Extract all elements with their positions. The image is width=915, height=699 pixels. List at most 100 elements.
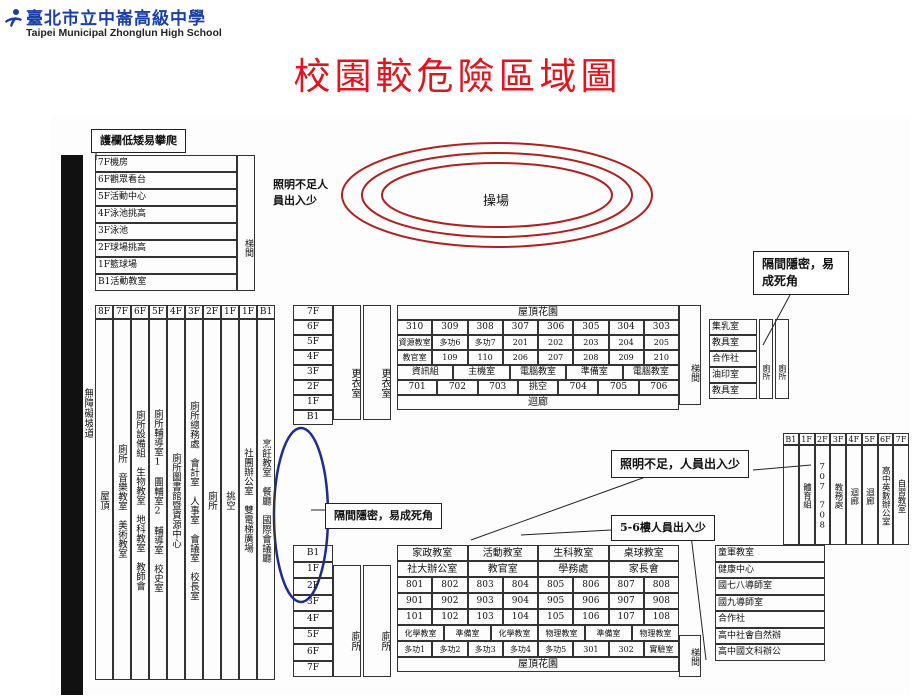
room-cell: 209 [608,350,644,365]
room-cell: 108 [643,609,679,625]
room-cell: 準備室 [585,625,632,641]
room-cell: 904 [502,593,538,609]
west-column-body: 烹飪教室 餐廳 國際會議廳 [257,319,275,680]
room-cell: 804 [502,577,538,593]
west-column-body: 廁所 [203,319,221,680]
room-cell: 多功5 [538,641,574,657]
east-room: 集乳室 [709,319,757,335]
west-floor-label: 2F [203,305,221,319]
floor-index-label: 1F [293,395,333,410]
floor-index-label: 4F [293,611,333,628]
east-room: 合作社 [709,351,757,367]
floor-index-label: 2F [293,578,333,595]
east-room: 教具室 [709,383,757,399]
east-floor-label: 6F [877,433,894,445]
east-column-body: 自習教室 [893,445,909,545]
room-cell: 808 [643,577,679,593]
room-cell: 703 [477,380,518,395]
east-room: 國七八導師室 [715,578,825,595]
east-column-body: 體育組 [798,445,815,545]
gym-floor-item: 7F機房 [95,155,237,172]
room-cell: 306 [538,320,574,335]
east-floor-label: 1F [798,433,815,445]
floor-index-label: B1 [293,545,333,562]
room-cell: 電腦教室 [509,365,567,380]
room-cell: 805 [538,577,574,593]
room-cell: 109 [432,350,468,365]
room-cell: 208 [573,350,609,365]
room-cell: 資訊組 [397,365,454,380]
room-cell: 學務處 [538,561,609,577]
east-room: 健康中心 [715,561,825,578]
south-stairs: 梯間 [679,635,701,677]
room-cell: 實驗室 [643,641,679,657]
room-cell: 207 [538,350,574,365]
west-floor-label: B1 [257,305,275,319]
room-cell: 多功1 [397,641,433,657]
track-label: 操場 [483,194,510,209]
note-hidden-mid: 隔間隱密，易成死角 [325,503,442,529]
south-toilet-2: 廁所 [363,565,391,677]
gym-floor-item: 5F活動中心 [95,189,237,206]
room-cell: 303 [643,320,679,335]
room-cell: 305 [573,320,609,335]
west-column-body: 廁所 音樂教室 美術教室 [113,319,131,680]
row: 家政教室活動教室生科教室桌球教室 [397,545,679,561]
room-cell: 802 [432,577,468,593]
room-cell: 化學教室 [397,625,444,641]
room-cell: 物理教室 [538,625,585,641]
changing-room-2: 更衣室 [363,305,391,420]
east-column-body: 教務處 [830,445,846,545]
room-cell: 903 [467,593,503,609]
room-cell: 807 [608,577,644,593]
gym-floor-item: 2F球場挑高 [95,240,237,257]
note-building56: 5-6樓人員出入少 [611,515,715,541]
east-column-body: 迴廊 [861,445,878,545]
ramp-label: 無障礙坡道 [82,388,93,438]
east-room: 童軍教室 [715,545,825,562]
room-cell: 挑空 [517,380,559,395]
page-title: 校園較危險區域圖 [293,55,622,98]
school-name-zh: 臺北市立中崙高級中學 [26,9,206,29]
east-toilet: 廁所 [759,319,773,399]
floor-index-label: 1F [293,561,333,578]
west-floor-label: 1F [221,305,239,319]
north-corridor: 迴廊 [397,395,679,410]
room-cell: 906 [573,593,609,609]
room-cell: 準備室 [444,625,491,641]
west-column-body: 屋頂 [95,319,113,680]
room-cell: 704 [558,380,599,395]
east-floor-label: 7F [893,433,909,445]
floor-index-label: 7F [293,660,333,677]
room-cell: 307 [502,320,538,335]
room-cell: 908 [643,593,679,609]
row: 資訊組主機室電腦教室準備室電腦教室 [397,365,680,380]
room-cell: 203 [573,335,609,350]
room-cell: 活動教室 [467,545,538,561]
north-stairs: 梯間 [679,305,701,405]
room-cell: 308 [467,320,503,335]
room-cell: 102 [432,609,468,625]
west-column-body: 廁所總務處 會計室 人事室 會議室 校長室 [185,319,203,680]
east-floor-label: B1 [783,433,799,445]
room-cell: 多功3 [467,641,503,657]
room-cell: 210 [643,350,679,365]
west-floor-label: 3F [185,305,203,319]
floor-index-label: 3F [293,365,333,380]
floor-index-label: 5F [293,335,333,350]
east-room: 合作社 [715,611,825,628]
east-room: 高中社會自然辦 [715,627,825,644]
floor-index-label: 2F [293,380,333,395]
room-cell: 多功7 [467,335,503,350]
room-cell: 教官室 [397,350,433,365]
gym-stairs: 梯間 [237,155,255,291]
gym-floor-item: 3F泳池 [95,223,237,240]
